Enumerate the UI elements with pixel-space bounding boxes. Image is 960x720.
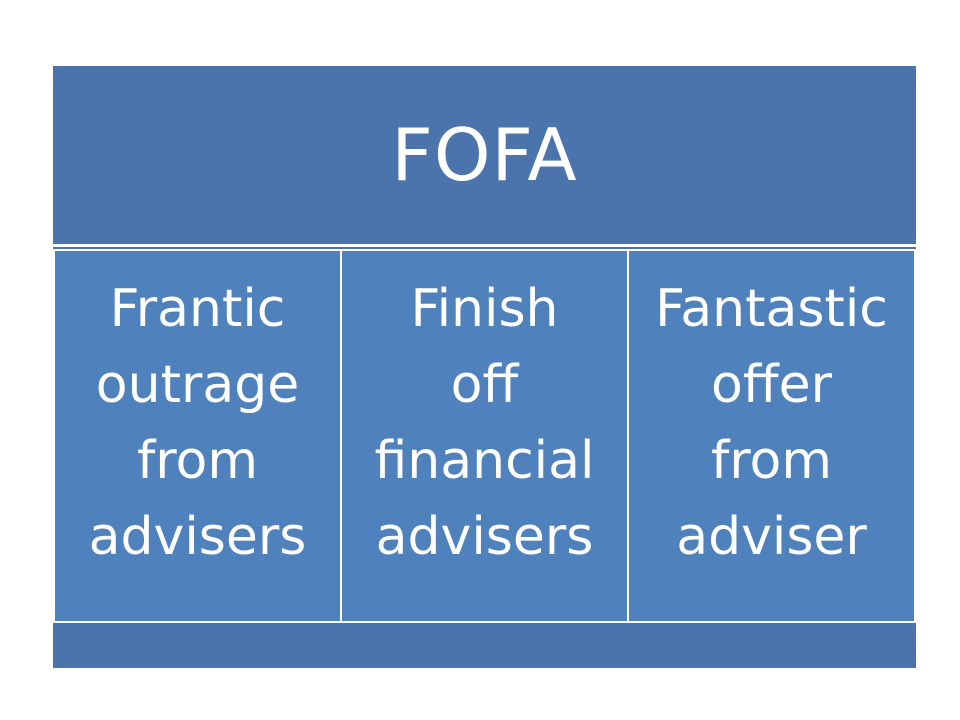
fofa-diagram: FOFA Frantic outrage from advisers Finis… [53, 66, 916, 668]
box-finish-off: Finish off financial advisers [340, 249, 629, 623]
header-divider [53, 244, 916, 247]
box-text: Frantic outrage from advisers [88, 279, 307, 567]
diagram-header: FOFA [53, 66, 916, 244]
box-frantic-outrage: Frantic outrage from advisers [53, 249, 342, 623]
diagram-title: FOFA [391, 113, 578, 197]
box-fantastic-offer: Fantastic offer from adviser [627, 249, 916, 623]
box-text: Finish off financial advisers [374, 279, 595, 567]
box-text: Fantastic offer from adviser [655, 279, 888, 567]
